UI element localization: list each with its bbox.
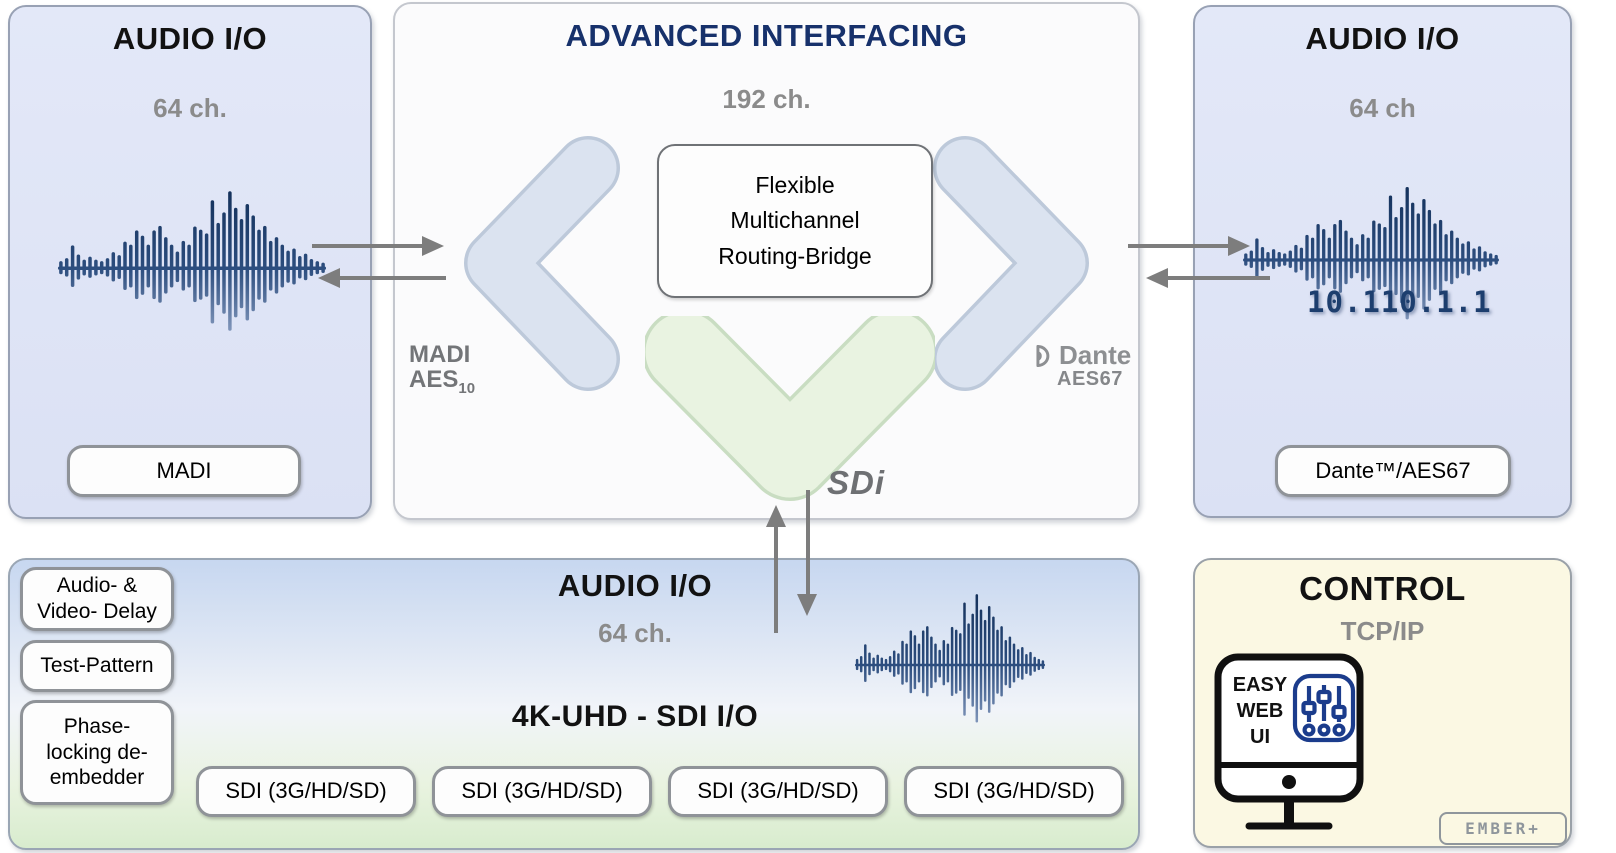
- signal-line-right-in: [1166, 276, 1270, 280]
- panel-title: CONTROL: [1299, 570, 1466, 607]
- arrow-right-icon: [422, 236, 444, 256]
- sdi-port-label: SDI (3G/HD/SD): [196, 766, 416, 817]
- aes-label: AES: [409, 366, 459, 394]
- panel-control: CONTROL TCP/IP: [1193, 558, 1572, 848]
- madi-port-label: MADI: [67, 445, 301, 497]
- arrow-down-icon: [797, 594, 817, 616]
- dante-port-label: Dante™/AES67: [1275, 445, 1511, 497]
- dante-aes67-logo: Dante AES67: [1031, 340, 1131, 391]
- mixer-sliders-icon: [1292, 673, 1356, 743]
- signal-line-right-out: [1128, 244, 1230, 248]
- panel-sdi-io: Audio- & Video- Delay Test-Pattern Phase…: [8, 558, 1140, 850]
- feature-audio-video-delay: Audio- & Video- Delay: [20, 567, 174, 631]
- channel-count: 64 ch: [1349, 93, 1416, 123]
- arrow-left-icon: [318, 268, 340, 288]
- arrow-up-icon: [766, 505, 786, 527]
- channel-count: 64 ch.: [598, 618, 672, 648]
- channel-count: 64 ch.: [153, 93, 227, 123]
- arrow-right-icon: [1228, 236, 1250, 256]
- madi-label: MADI: [409, 341, 471, 368]
- ember-plus-logo: EMBER+: [1439, 812, 1567, 845]
- feature-test-pattern: Test-Pattern: [20, 640, 174, 692]
- feature-phase-locking-deembedder: Phase- locking de- embedder: [20, 700, 174, 805]
- chevron-down-icon: [645, 316, 935, 501]
- panel-title: AUDIO I/O: [557, 568, 713, 603]
- web-ui-monitor: EASY WEB UI: [1213, 652, 1365, 844]
- aes67-label: AES67: [1057, 368, 1123, 390]
- chevron-left-icon: [464, 136, 620, 391]
- signal-line-bottom-down: [806, 490, 810, 596]
- signal-line-left-out: [312, 244, 424, 248]
- sdi-port-label: SDI (3G/HD/SD): [668, 766, 888, 817]
- panel-title: AUDIO I/O: [1305, 21, 1460, 56]
- audio-waveform-icon: [1243, 186, 1499, 320]
- panel-audio-io-madi: AUDIO I/O 64 ch. MADI: [8, 5, 372, 519]
- aes-sub: 10: [458, 379, 476, 397]
- panel-audio-io-dante: AUDIO I/O 64 ch 10.110.1.1 Dante™/AES67: [1193, 5, 1572, 518]
- sdi-port-label: SDI (3G/HD/SD): [432, 766, 652, 817]
- signal-line-bottom-up: [774, 525, 778, 633]
- madi-aes10-label: MADI AES10: [409, 342, 475, 397]
- dante-logo-icon: [1036, 344, 1050, 367]
- ip-address-label: 10.110.1.1: [1307, 285, 1492, 319]
- sdi-port-label: SDI (3G/HD/SD): [904, 766, 1124, 817]
- dante-wordmark: Dante: [1059, 340, 1132, 370]
- arrow-left-icon: [1146, 268, 1168, 288]
- signal-line-left-in: [338, 276, 446, 280]
- protocol-label: TCP/IP: [1340, 616, 1425, 646]
- sdi-port-row: SDI (3G/HD/SD) SDI (3G/HD/SD) SDI (3G/HD…: [196, 766, 1124, 817]
- audio-waveform-icon: [855, 594, 1045, 723]
- routing-bridge-box: Flexible Multichannel Routing-Bridge: [657, 144, 933, 298]
- panel-title: ADVANCED INTERFACING: [565, 18, 968, 53]
- sdi-logo: SDi: [827, 464, 886, 501]
- easy-web-ui-label: EASY WEB UI: [1232, 674, 1288, 748]
- sdi-video-title: 4K-UHD - SDI I/O: [511, 700, 759, 733]
- panel-advanced-interfacing: ADVANCED INTERFACING 192 ch. Flexible Mu…: [393, 2, 1140, 520]
- monitor-icon: [1214, 653, 1364, 830]
- audio-waveform-icon: [58, 191, 326, 331]
- channel-count: 192 ch.: [722, 84, 811, 114]
- chevron-right-icon: [933, 136, 1089, 391]
- panel-title: AUDIO I/O: [112, 21, 268, 56]
